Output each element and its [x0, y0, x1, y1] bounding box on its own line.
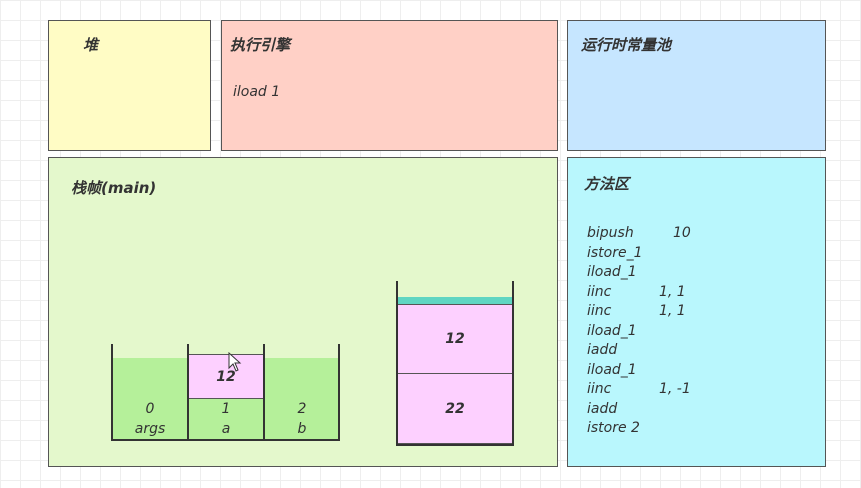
- method-title: 方法区: [584, 175, 630, 193]
- engine-title: 执行引擎: [230, 36, 291, 54]
- bytecode-line: iload_1: [587, 361, 637, 378]
- local-slot-2-fill: [264, 358, 340, 440]
- bytecode-line: iload_1: [587, 264, 637, 280]
- mouse-cursor-icon: [228, 352, 242, 372]
- operand-stack-top-bar: [397, 297, 513, 304]
- bytecode-line: istore_1: [587, 244, 643, 261]
- operand-stack-bottom: [396, 444, 514, 446]
- frame-title: 栈帧(main): [71, 179, 157, 197]
- local-slot-1-value-text: 12: [216, 368, 236, 385]
- bytecode-line: iadd: [587, 342, 618, 358]
- local-slot-1-name: a: [221, 421, 231, 437]
- local-slot-1-value: 12: [188, 354, 264, 399]
- bytecode-line: iload_1: [587, 322, 637, 339]
- local-table-divider-1: [187, 344, 189, 441]
- local-table-bottom: [111, 439, 340, 441]
- execution-engine-panel: 执行引擎 iload 1: [221, 20, 558, 151]
- operand-stack-item-0: 12: [445, 331, 465, 347]
- operand-stack-item: 22: [397, 373, 513, 444]
- heap-title: 堆: [83, 36, 99, 54]
- heap-panel: 堆: [48, 20, 211, 151]
- bytecode-line: iadd: [587, 400, 618, 417]
- local-table-divider-2: [263, 344, 265, 441]
- engine-current-instruction: iload 1: [233, 84, 281, 100]
- local-slot-0-index: 0: [145, 401, 155, 417]
- operand-stack-item: 12: [397, 304, 513, 374]
- operand-stack-right-wall: [512, 281, 514, 446]
- local-table-right-wall: [338, 344, 340, 441]
- local-slot-0-fill: [112, 358, 188, 440]
- operand-stack-item-1: 22: [445, 400, 465, 417]
- local-slot-2-index: 2: [297, 401, 307, 417]
- bytecode-line: istore 2: [587, 420, 640, 436]
- local-slot-2-name: b: [297, 421, 307, 437]
- local-slot-0-name: args: [134, 421, 166, 437]
- local-slot-1-index: 1: [221, 401, 231, 417]
- local-table-left-wall: [111, 344, 113, 441]
- stack-frame-panel: 栈帧(main) 12 0 args 1 a 2 b 12: [48, 157, 558, 467]
- pool-title: 运行时常量池: [581, 36, 672, 54]
- operand-stack-left-wall: [396, 281, 398, 446]
- runtime-constant-pool-panel: 运行时常量池: [567, 20, 826, 151]
- local-slot-1-fill: [188, 398, 264, 440]
